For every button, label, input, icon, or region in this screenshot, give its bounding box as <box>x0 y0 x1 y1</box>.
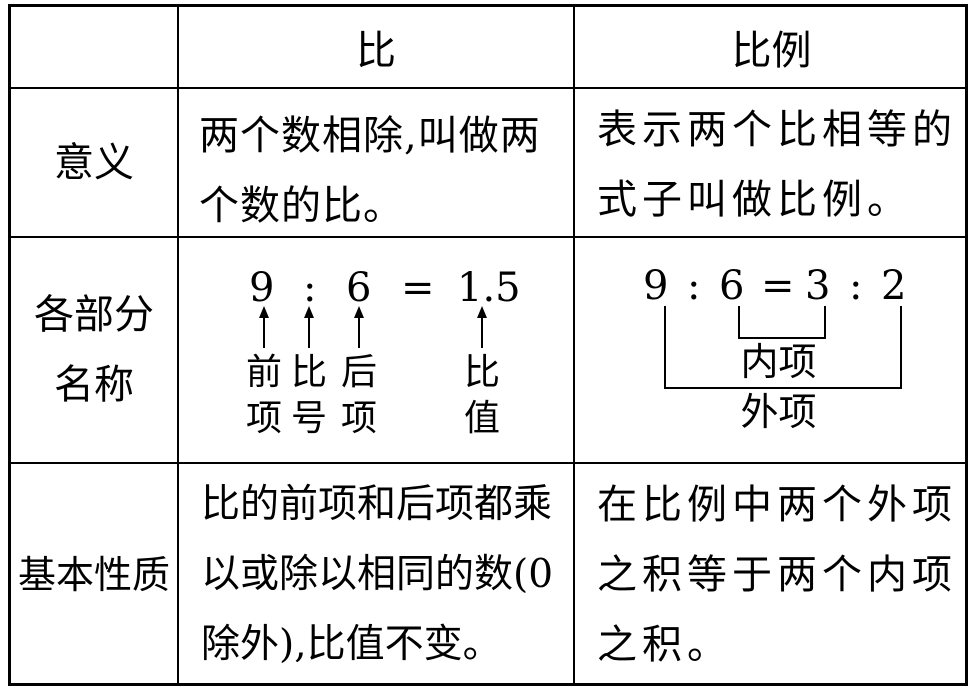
prop-expr-9: 9 <box>643 263 669 309</box>
term-colon: 比 号 <box>286 350 332 442</box>
prop-expr-2: 2 <box>881 263 907 309</box>
row-divider <box>11 87 965 89</box>
ratio-diagram: 9 : 6 = 1.5 前 项 比 号 <box>179 238 573 462</box>
row-label-parts-line1: 各部分 <box>34 292 154 338</box>
ratio-expr-equals: = <box>401 265 435 311</box>
inner-terms-label: 内项 <box>740 340 817 384</box>
row-divider <box>11 462 965 464</box>
ratio-expr-colon: : <box>303 265 317 311</box>
prop-expr-colon-2: : <box>849 263 863 309</box>
term-colon-line1: 比 <box>290 352 327 393</box>
term-back: 后 项 <box>336 350 382 442</box>
inner-bracket <box>738 306 826 339</box>
proportion-diagram: 9 : 6 = 3 : 2 内项 外项 <box>575 238 968 462</box>
term-back-line1: 后 <box>340 352 377 393</box>
header-ratio: 比 <box>356 28 396 74</box>
proportion-property: 在比例中两个外项之积等于两个内项之积。 <box>597 482 957 668</box>
proportion-meaning: 表示两个比相等的式子叫做比例。 <box>597 107 957 223</box>
prop-expr-6: 6 <box>719 263 745 309</box>
header-proportion: 比例 <box>731 28 812 74</box>
ratio-expr-value: 1.5 <box>457 265 521 311</box>
term-value-line1: 比 <box>463 352 500 393</box>
row-label-meaning: 意义 <box>54 139 134 186</box>
outer-terms-label: 外项 <box>740 390 817 434</box>
ratio-property: 比的前项和后项都乘以或除以相同的数(0除外),比值不变。 <box>201 482 554 667</box>
row-divider <box>11 236 965 238</box>
term-value: 比 值 <box>459 350 505 442</box>
prop-expr-equals: = <box>761 263 795 309</box>
term-value-line2: 值 <box>463 398 500 439</box>
term-back-line2: 项 <box>340 398 377 439</box>
proportion-brackets <box>664 306 902 389</box>
term-front-line2: 项 <box>245 398 282 439</box>
row-label-parts: 各部分 名称 <box>11 238 177 462</box>
prop-expr-3: 3 <box>805 263 831 309</box>
ratio-expr-first-term: 9 <box>249 265 275 311</box>
term-colon-line2: 号 <box>290 398 327 439</box>
term-front: 前 项 <box>241 350 287 442</box>
column-divider <box>573 7 575 683</box>
ratio-arrows <box>259 306 487 348</box>
prop-expr-colon-1: : <box>687 263 701 309</box>
ratio-meaning: 两个数相除,叫做两个数的比。 <box>199 113 541 229</box>
row-label-property: 基本性质 <box>17 553 170 597</box>
outer-bracket <box>664 306 902 389</box>
ratio-expr-second-term: 6 <box>346 265 372 311</box>
comparison-table: 比 比例 意义 两个数相除,叫做两个数的比。 表示两个比相等的式子叫做比例。 各… <box>8 4 968 686</box>
term-front-line1: 前 <box>245 352 282 393</box>
row-label-parts-line2: 名称 <box>54 362 134 408</box>
column-divider <box>177 7 179 683</box>
